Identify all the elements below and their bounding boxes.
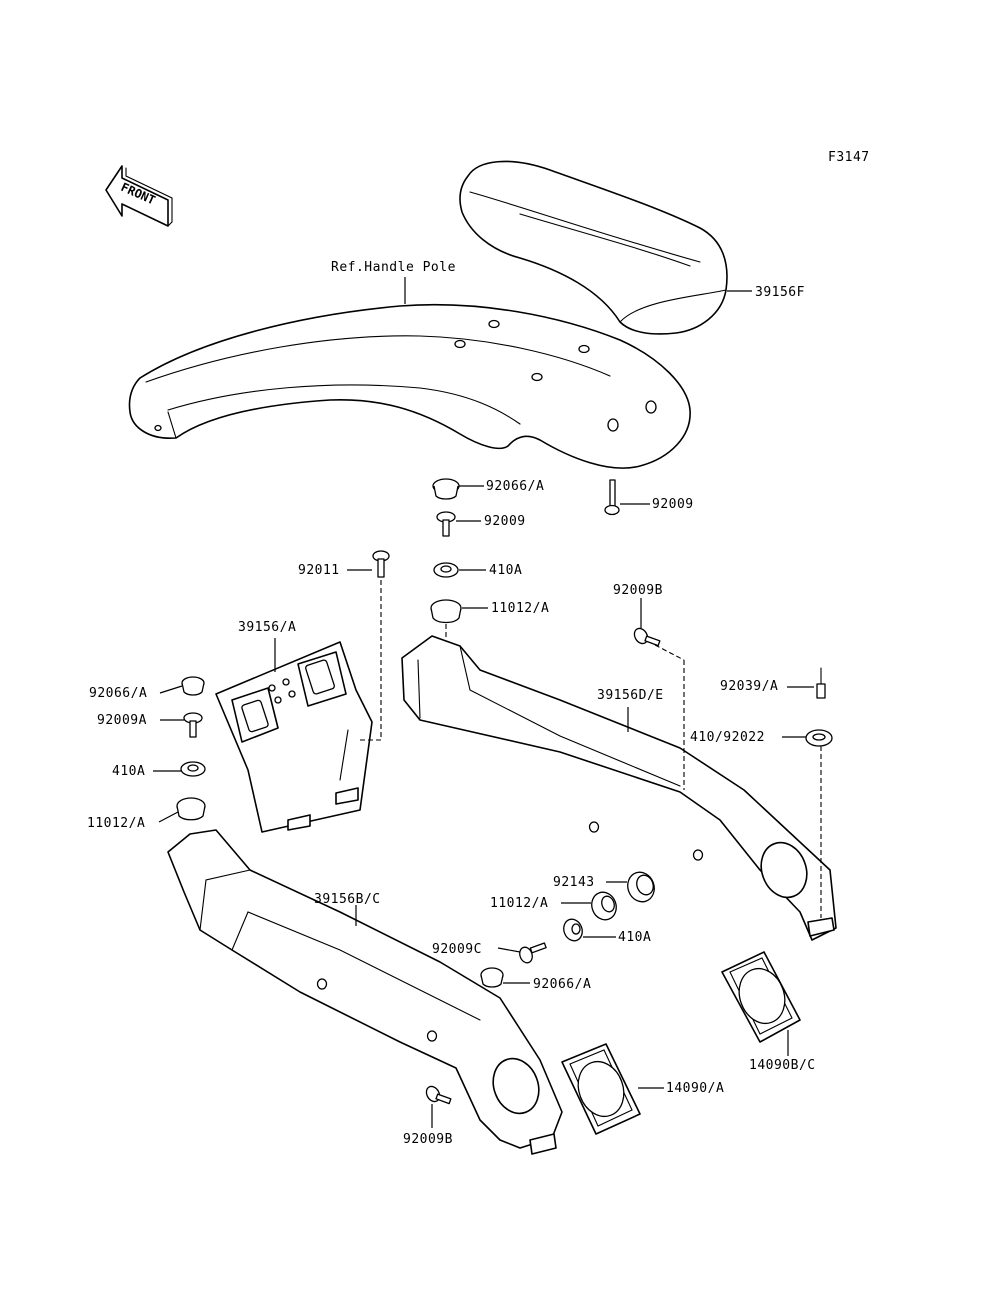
- plug-92066a-top: [432, 478, 460, 500]
- frame-39156bc: [167, 829, 563, 1155]
- grommet-410-92022: [805, 729, 833, 747]
- front-arrow-icon: FRONT: [105, 165, 173, 227]
- cover-14090bc: [721, 951, 801, 1043]
- label-11012a-left: 11012/A: [87, 816, 145, 831]
- callout-labels: Ref.Handle Pole 39156F 92066/A 92009 920…: [87, 260, 816, 1147]
- label-39156f: 39156F: [755, 285, 805, 300]
- label-92009b-low: 92009B: [403, 1132, 453, 1147]
- label-92011: 92011: [298, 563, 340, 578]
- pin-92039a: [816, 667, 826, 699]
- bolt-92009c: [519, 942, 547, 964]
- label-14090a: 14090/A: [666, 1081, 724, 1096]
- label-11012a-low: 11012/A: [490, 896, 548, 911]
- label-410a-low: 410A: [618, 930, 651, 945]
- label-410a-left: 410A: [112, 764, 145, 779]
- label-92066a-top: 92066/A: [486, 479, 544, 494]
- bolt-92009a: [183, 712, 203, 738]
- assembly-lines: [360, 580, 822, 918]
- label-92009b-top: 92009B: [613, 583, 663, 598]
- cover-14090a: [561, 1043, 641, 1135]
- plug-92066a-low: [480, 967, 504, 988]
- washer-410a-low: [563, 918, 583, 942]
- label-ref-handle-pole: Ref.Handle Pole: [331, 260, 456, 275]
- label-92009-mid: 92009: [484, 514, 526, 529]
- frame-39156de: [401, 635, 837, 941]
- pad-39156f: [459, 160, 728, 335]
- label-11012a-mid: 11012/A: [491, 601, 549, 616]
- bolt-92009b-low: [425, 1085, 452, 1105]
- washer-410a-left: [180, 761, 206, 777]
- label-92009a: 92009A: [97, 713, 147, 728]
- bolt-92009-mid: [436, 511, 456, 537]
- label-92009c: 92009C: [432, 942, 482, 957]
- label-92143: 92143: [553, 875, 595, 890]
- panel-39156a: [215, 641, 373, 833]
- grommet-11012a-left: [176, 797, 206, 821]
- label-14090bc: 14090B/C: [749, 1058, 816, 1073]
- grommet-11012a-mid: [430, 599, 462, 624]
- label-92039a: 92039/A: [720, 679, 778, 694]
- screw-92011: [372, 550, 390, 578]
- label-92009-right: 92009: [652, 497, 694, 512]
- bolt-92009b-top: [633, 627, 661, 647]
- label-39156a: 39156/A: [238, 620, 296, 635]
- label-92066a-low: 92066/A: [533, 977, 591, 992]
- collar-92143: [627, 871, 655, 903]
- label-39156bc: 39156B/C: [314, 892, 381, 907]
- label-410a-mid: 410A: [489, 563, 522, 578]
- figure-code: F3147: [828, 150, 870, 165]
- grommet-11012a-low: [591, 891, 617, 921]
- washer-410a-mid: [433, 562, 459, 578]
- leader-lines: [153, 277, 814, 1128]
- label-92066a-left: 92066/A: [89, 686, 147, 701]
- handle-pole-cover: [128, 303, 691, 469]
- label-410-92022: 410/92022: [690, 730, 765, 745]
- plug-92066a-left: [181, 676, 205, 696]
- label-39156de: 39156D/E: [597, 688, 664, 703]
- bolt-92009-right: [604, 479, 620, 516]
